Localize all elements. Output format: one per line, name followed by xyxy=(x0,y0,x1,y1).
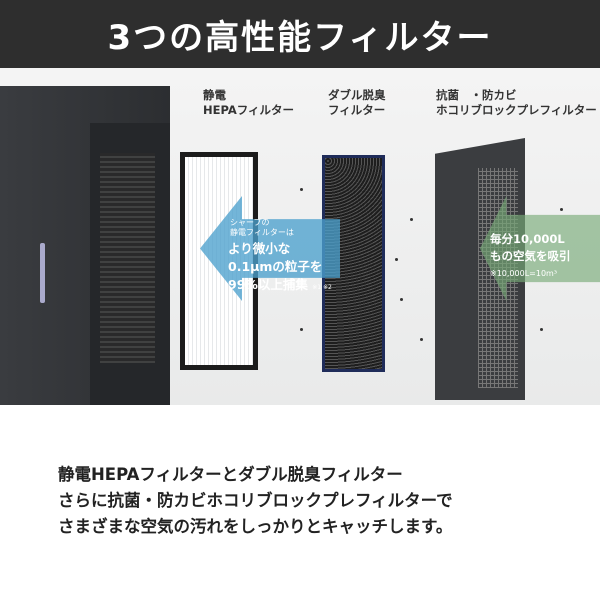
label-deo-line1: ダブル脱臭 xyxy=(328,88,386,102)
blue-arrow-line4: 0.1µmの粒子を xyxy=(228,259,323,274)
green-arrow-text: 毎分10,000L もの空気を吸引 ※10,000L=10m³ xyxy=(490,231,571,282)
label-prefilter: 抗菌 ・防カビ ホコリブロックプレフィルター xyxy=(436,88,597,118)
label-hepa-line2: HEPAフィルター xyxy=(203,103,295,117)
blue-arrow-note: ※1 ※2 xyxy=(312,284,332,291)
air-purifier-intake-grid xyxy=(100,153,155,363)
deodorizing-filter xyxy=(322,155,385,372)
blue-arrow-small-text: シャープの 静電フィルターは xyxy=(230,218,294,238)
green-arrow-line1: 毎分10,000L xyxy=(490,232,565,246)
label-deodorizing: ダブル脱臭 フィルター xyxy=(328,88,386,118)
blue-arrow-line5: 99%以上捕集 xyxy=(228,277,308,292)
description: 静電HEPAフィルターとダブル脱臭フィルター さらに抗菌・防カビホコリブロックプ… xyxy=(58,462,453,540)
product-illustration: 静電 HEPAフィルター ダブル脱臭 フィルター 抗菌 ・防カビ ホコリブロック… xyxy=(0,68,600,405)
blue-arrow-main-text: より微小な 0.1µmの粒子を 99%以上捕集 ※1 ※2 xyxy=(228,240,332,297)
label-hepa: 静電 HEPAフィルター xyxy=(203,88,294,118)
green-arrow-line2: もの空気を吸引 xyxy=(490,249,571,263)
title-banner: 3つの高性能フィルター xyxy=(0,0,600,68)
air-purifier-indicator xyxy=(40,243,45,303)
page-title: 3つの高性能フィルター xyxy=(107,17,493,58)
label-pre-line1: 抗菌 ・防カビ xyxy=(436,88,517,102)
description-line1: 静電HEPAフィルターとダブル脱臭フィルター xyxy=(58,465,403,484)
green-arrow-note: ※10,000L=10m³ xyxy=(490,269,558,278)
blue-arrow-line1: シャープの xyxy=(230,218,270,227)
label-deo-line2: フィルター xyxy=(328,103,386,117)
blue-arrow-line2: 静電フィルターは xyxy=(230,228,294,237)
blue-arrow-line3: より微小な xyxy=(228,241,291,256)
description-line3: さまざまな空気の汚れをしっかりとキャッチします。 xyxy=(58,517,453,536)
label-hepa-line1: 静電 xyxy=(203,88,226,102)
label-pre-line2: ホコリブロックプレフィルター xyxy=(436,103,597,117)
description-line2: さらに抗菌・防カビホコリブロックプレフィルターで xyxy=(58,491,453,510)
